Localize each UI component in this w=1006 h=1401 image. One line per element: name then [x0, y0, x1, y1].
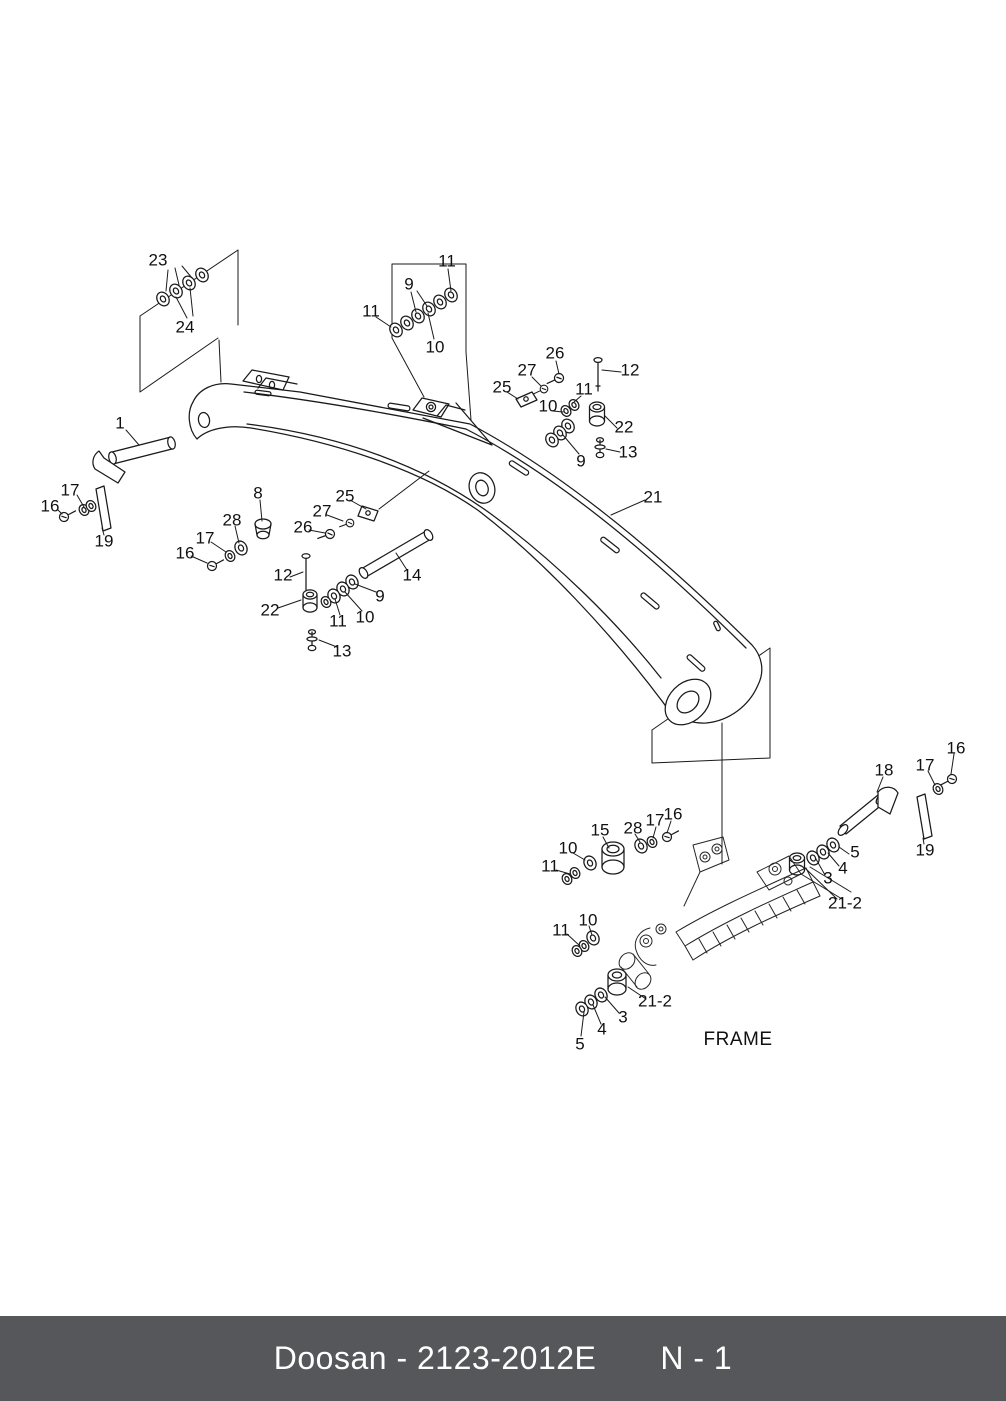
leader-lines [57, 265, 955, 1037]
frame-label: FRAME [703, 1029, 773, 1050]
hardware-parts [57, 265, 959, 1019]
footer-document-id: Doosan - 2123-2012E [273, 1340, 597, 1376]
footer-bar: Doosan - 2123-2012E N - 1 [0, 1316, 1006, 1401]
boom-outline [188, 369, 763, 726]
frame-sketch [618, 836, 852, 990]
footer-page-ref: N - 1 [660, 1340, 733, 1376]
